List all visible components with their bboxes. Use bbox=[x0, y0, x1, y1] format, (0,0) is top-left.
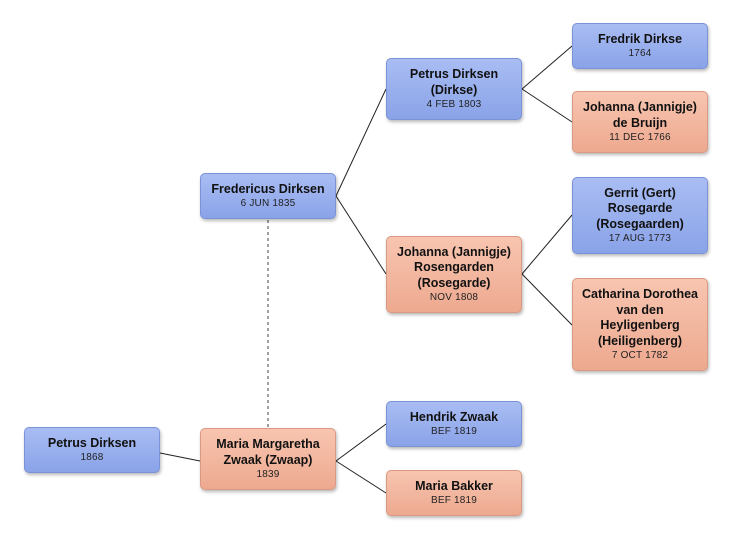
person-name: Johanna (Jannigje) de Bruijn bbox=[583, 100, 697, 130]
person-ggm-2[interactable]: Catharina Dorothea van den Heyligenberg … bbox=[572, 278, 708, 371]
edge-pat-grandfather-ggm1 bbox=[521, 88, 573, 123]
edge-father-pat-grandfather bbox=[335, 88, 387, 197]
person-name: Johanna (Jannigje) Rosengarden (Rosegard… bbox=[397, 244, 511, 290]
person-date: NOV 1808 bbox=[429, 292, 479, 304]
person-pat-grandfather[interactable]: Petrus Dirksen (Dirkse) 4 FEB 1803 bbox=[386, 58, 522, 120]
person-name: Gerrit (Gert) Rosegarde (Rosegaarden) bbox=[596, 185, 684, 231]
person-ggf-2[interactable]: Gerrit (Gert) Rosegarde (Rosegaarden) 17… bbox=[572, 177, 708, 254]
person-root[interactable]: Petrus Dirksen 1868 bbox=[24, 427, 160, 473]
person-name: Maria Bakker bbox=[415, 478, 493, 493]
person-name: Catharina Dorothea van den Heyligenberg … bbox=[582, 287, 698, 348]
person-date: 17 AUG 1773 bbox=[608, 233, 672, 245]
edge-pat-grandmother-ggm2 bbox=[521, 273, 573, 326]
person-name: Petrus Dirksen (Dirkse) bbox=[409, 67, 499, 97]
person-name: Fredrik Dirkse bbox=[597, 31, 683, 46]
person-pat-grandmother[interactable]: Johanna (Jannigje) Rosengarden (Rosegard… bbox=[386, 236, 522, 313]
person-mother[interactable]: Maria Margaretha Zwaak (Zwaap) 1839 bbox=[200, 428, 336, 490]
person-date: 1839 bbox=[256, 469, 280, 480]
person-date: BEF 1819 bbox=[430, 495, 478, 507]
person-date: 6 JUN 1835 bbox=[240, 198, 296, 210]
person-date: BEF 1819 bbox=[430, 426, 478, 438]
person-ggf-1[interactable]: Fredrik Dirkse 1764 bbox=[572, 23, 708, 69]
edge-pat-grandmother-ggf2 bbox=[521, 214, 573, 275]
person-mat-grandfather[interactable]: Hendrik Zwaak BEF 1819 bbox=[386, 401, 522, 447]
edge-pat-grandfather-ggf1 bbox=[521, 45, 573, 90]
person-name: Fredericus Dirksen bbox=[211, 181, 325, 196]
person-name: Petrus Dirksen bbox=[47, 435, 137, 450]
person-name: Maria Margaretha Zwaak (Zwaap) bbox=[216, 437, 320, 467]
person-date: 4 FEB 1803 bbox=[426, 99, 482, 110]
person-date: 1868 bbox=[80, 452, 104, 464]
person-ggm-1[interactable]: Johanna (Jannigje) de Bruijn 11 DEC 1766 bbox=[572, 91, 708, 153]
edge-mother-mat-grandfather bbox=[335, 423, 387, 462]
person-date: 1764 bbox=[628, 48, 652, 60]
edge-mother-mat-grandmother bbox=[335, 460, 387, 494]
edge-father-pat-grandmother bbox=[335, 195, 387, 275]
person-name: Hendrik Zwaak bbox=[409, 409, 499, 424]
person-date: 11 DEC 1766 bbox=[609, 132, 671, 143]
person-mat-grandmother[interactable]: Maria Bakker BEF 1819 bbox=[386, 470, 522, 516]
person-father[interactable]: Fredericus Dirksen 6 JUN 1835 bbox=[200, 173, 336, 219]
edge-root-mother bbox=[159, 452, 201, 462]
person-date: 7 OCT 1782 bbox=[611, 350, 669, 361]
